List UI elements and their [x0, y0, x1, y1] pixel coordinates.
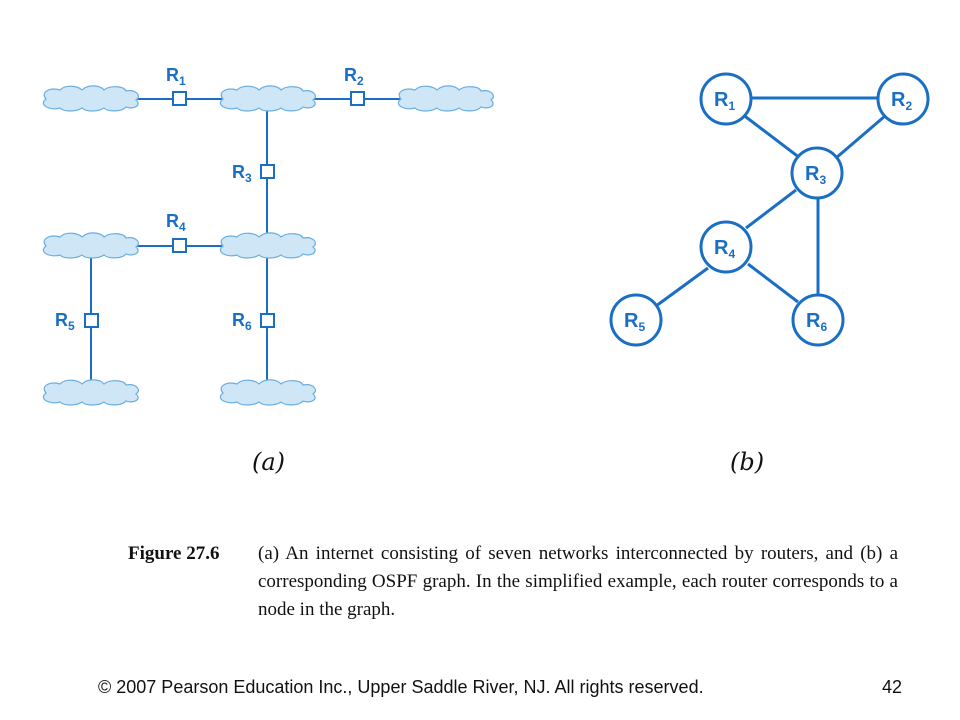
figure-caption-text: (a) An internet consisting of seven netw…	[258, 543, 898, 620]
panel-b-edges	[655, 96, 903, 308]
router-box-r1	[172, 91, 187, 106]
graph-label-r3: R3	[805, 163, 826, 187]
panel-a-label: (a)	[252, 448, 285, 476]
network-cloud-6	[42, 379, 139, 406]
network-cloud-2	[219, 85, 316, 112]
router-box-r2	[350, 91, 365, 106]
network-cloud-5	[219, 232, 316, 259]
network-cloud-7	[219, 379, 316, 406]
router-label-r6: R6	[232, 310, 252, 333]
panel-a-topology: R1 R2 R3 R4 R5 R6 (a)	[42, 65, 494, 476]
graph-label-r5: R5	[624, 310, 645, 334]
panel-b-label: (b)	[730, 448, 764, 476]
graph-label-r1: R1	[714, 89, 735, 113]
router-box-r6	[260, 313, 275, 328]
graph-node-r6	[791, 293, 845, 347]
graph-label-r4: R4	[714, 237, 735, 261]
copyright-notice: © 2007 Pearson Education Inc., Upper Sad…	[98, 677, 704, 697]
graph-label-r2: R2	[891, 89, 912, 113]
page-number: 42	[882, 677, 903, 697]
network-cloud-4	[42, 232, 139, 259]
router-label-r2: R2	[344, 65, 364, 88]
graph-node-r4	[699, 220, 753, 274]
router-box-r4	[172, 238, 187, 253]
figure-number: Figure 27.6	[128, 543, 220, 564]
router-label-r3: R3	[232, 162, 252, 185]
router-label-r1: R1	[166, 65, 186, 88]
router-label-r5: R5	[55, 310, 75, 333]
network-cloud-1	[42, 85, 139, 112]
router-box-r3	[260, 164, 275, 179]
router-box-r5	[84, 313, 99, 328]
graph-node-r2	[876, 72, 930, 126]
graph-node-r5	[609, 293, 663, 347]
panel-b-graph: R1 R2 R3 R4 R5 R6 (b)	[609, 72, 930, 476]
router-label-r4: R4	[166, 211, 186, 234]
figure-diagram: R1 R2 R3 R4 R5 R6 (a) R1 R2 R3	[42, 65, 930, 476]
network-cloud-3	[397, 85, 494, 112]
graph-node-r1	[699, 72, 753, 126]
graph-node-r3	[790, 146, 844, 200]
graph-label-r6: R6	[806, 310, 827, 334]
